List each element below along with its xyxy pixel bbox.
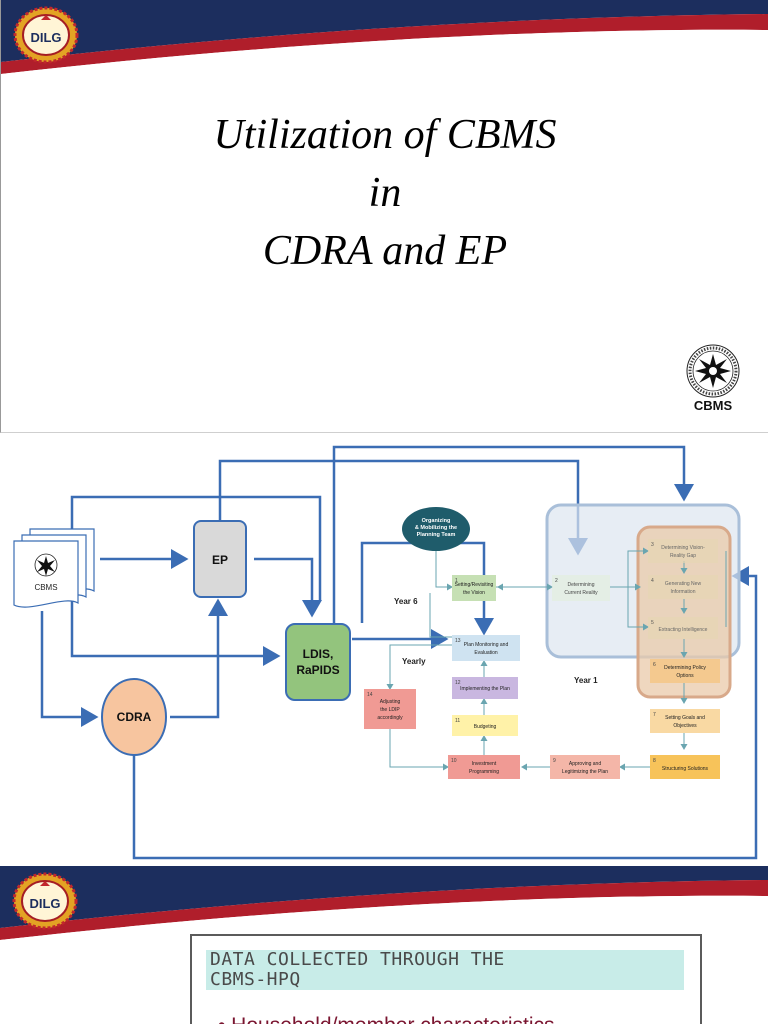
svg-text:Investment: Investment xyxy=(472,761,497,767)
step-11: 11 Budgeting xyxy=(452,715,518,736)
svg-text:accordingly: accordingly xyxy=(377,715,403,721)
svg-text:13: 13 xyxy=(455,638,461,644)
svg-text:6: 6 xyxy=(653,662,656,668)
svg-text:10: 10 xyxy=(451,758,457,764)
cbms-star-icon xyxy=(686,344,740,398)
svg-text:Determining Vision-: Determining Vision- xyxy=(661,545,705,551)
slide-title: Utilization of CBMS in CDRA and EP xyxy=(1,106,768,280)
dilg-logo-text: DILG xyxy=(29,896,60,911)
cdra-ep-process-diagram: CBMS EP CDRA LDIS, RaPIDS Organizing & M… xyxy=(13,445,758,860)
step-9: 9 Approving and Legitimizing the Plan xyxy=(550,755,620,779)
step-2: 2 Determining Current Reality xyxy=(552,575,610,601)
svg-text:Planning Team: Planning Team xyxy=(417,532,456,538)
title-line-3: CDRA and EP xyxy=(262,228,508,274)
svg-text:Adjusting: Adjusting xyxy=(380,699,401,705)
organizing-team-node: Organizing & Mobilizing the Planning Tea… xyxy=(402,507,470,551)
step-5: 5 Extracting Intelligence xyxy=(648,617,718,639)
year1-label: Year 1 xyxy=(574,676,598,685)
svg-text:Generating New: Generating New xyxy=(665,581,702,587)
svg-text:2: 2 xyxy=(555,578,558,584)
svg-text:& Mobilizing the: & Mobilizing the xyxy=(415,525,457,531)
ldis-label: LDIS, xyxy=(303,647,334,661)
svg-text:3: 3 xyxy=(651,542,654,548)
svg-text:Information: Information xyxy=(670,589,695,595)
step-7: 7 Setting Goals and Objectives xyxy=(650,709,720,733)
header-banner xyxy=(1,0,768,77)
card-heading-line-2: CBMS-HPQ xyxy=(210,969,301,990)
step-3: 3 Determining Vision- Reality Gap xyxy=(648,539,718,563)
dilg-logo: DILG xyxy=(12,872,78,930)
ep-box: EP xyxy=(193,520,247,598)
step-14: 14 Adjusting the LDIP accordingly xyxy=(364,689,416,729)
step-4: 4 Generating New Information xyxy=(648,575,718,599)
card-heading: DATA COLLECTED THROUGH THE CBMS-HPQ xyxy=(206,950,684,990)
title-line-2: in xyxy=(368,170,402,216)
svg-text:Options: Options xyxy=(676,673,694,679)
step-13: 13 Plan Monitoring and Evaluation xyxy=(452,635,520,661)
svg-text:Objectives: Objectives xyxy=(673,723,697,729)
dilg-logo-text: DILG xyxy=(30,30,61,45)
cbms-star-icon xyxy=(37,556,55,576)
svg-text:12: 12 xyxy=(455,680,461,686)
data-collected-card: DATA COLLECTED THROUGH THE CBMS-HPQ • Ho… xyxy=(190,934,702,1024)
svg-text:Reality Gap: Reality Gap xyxy=(670,553,696,559)
step-8: 8 Structuring Solutions xyxy=(650,755,720,779)
step-1: 1 Setting/Revisiting the Vision xyxy=(452,575,496,601)
ep-label: EP xyxy=(212,553,228,567)
cdra-label: CDRA xyxy=(117,710,152,724)
cbms-logo: CBMS xyxy=(683,344,743,416)
svg-text:11: 11 xyxy=(455,718,460,724)
svg-text:Current Reality: Current Reality xyxy=(564,590,598,596)
svg-text:Approving and: Approving and xyxy=(569,761,601,767)
cdra-ellipse: CDRA xyxy=(101,678,167,756)
title-slide: DILG Utilization of CBMS in CDRA and EP … xyxy=(0,0,768,433)
svg-text:Plan Monitoring and: Plan Monitoring and xyxy=(464,642,509,648)
svg-text:Implementing the Plan: Implementing the Plan xyxy=(460,686,510,692)
svg-text:Evaluation: Evaluation xyxy=(474,650,498,656)
card-heading-line-1: DATA COLLECTED THROUGH THE xyxy=(210,949,505,970)
svg-text:the LDIP: the LDIP xyxy=(380,707,400,713)
process-diagram-slide: CBMS EP CDRA LDIS, RaPIDS Organizing & M… xyxy=(0,433,768,866)
svg-text:7: 7 xyxy=(653,712,656,718)
svg-text:Extracting Intelligence: Extracting Intelligence xyxy=(659,627,708,633)
header-banner xyxy=(0,866,768,943)
svg-text:the Vision: the Vision xyxy=(463,590,485,596)
step-12: 12 Implementing the Plan xyxy=(452,677,518,699)
svg-text:5: 5 xyxy=(651,620,654,626)
svg-text:Determining Policy: Determining Policy xyxy=(664,665,706,671)
data-collected-slide: DILG DATA COLLECTED THROUGH THE CBMS-HPQ… xyxy=(0,866,768,1024)
flow-arrows xyxy=(386,547,727,771)
svg-text:14: 14 xyxy=(367,692,373,698)
step-10: 10 Investment Programming xyxy=(448,755,520,779)
svg-text:Legitimizing the Plan: Legitimizing the Plan xyxy=(562,769,608,775)
svg-text:Budgeting: Budgeting xyxy=(474,724,497,730)
doc-label: CBMS xyxy=(34,583,57,592)
step-6: 6 Determining Policy Options xyxy=(650,659,720,683)
svg-text:4: 4 xyxy=(651,578,654,584)
cbms-logo-label: CBMS xyxy=(693,398,733,413)
title-line-1: Utilization of CBMS xyxy=(213,112,557,158)
svg-text:Setting Goals and: Setting Goals and xyxy=(665,715,705,721)
ldis-rapids-box: LDIS, RaPIDS xyxy=(285,623,351,701)
svg-text:Determining: Determining xyxy=(568,582,595,588)
svg-text:Setting/Revisiting: Setting/Revisiting xyxy=(455,582,494,588)
dilg-logo: DILG xyxy=(13,6,79,64)
bullet-household-characteristics: • Household/member characteristics xyxy=(218,1014,554,1024)
svg-text:Structuring Solutions: Structuring Solutions xyxy=(662,766,709,772)
svg-text:Organizing: Organizing xyxy=(422,518,451,524)
cbms-document-stack: CBMS xyxy=(13,528,95,608)
year6-label: Year 6 xyxy=(394,597,418,606)
svg-text:8: 8 xyxy=(653,758,656,764)
svg-text:1: 1 xyxy=(455,578,458,584)
svg-text:Programming: Programming xyxy=(469,769,499,775)
rapids-label: RaPIDS xyxy=(296,663,339,677)
svg-text:9: 9 xyxy=(553,758,556,764)
yearly-label: Yearly xyxy=(402,657,426,666)
